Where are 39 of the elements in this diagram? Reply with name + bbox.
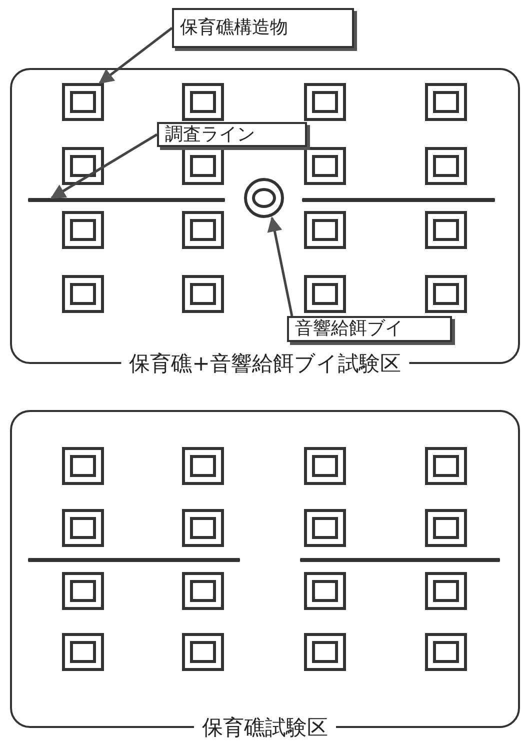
reef-structure — [182, 83, 224, 121]
callout-label: 音響給餌ブイ — [287, 316, 452, 342]
callout-label: 調査ライン — [157, 122, 307, 147]
reef-structure — [425, 633, 467, 671]
reef-structure — [425, 447, 467, 485]
callout-label: 保育礁構造物 — [172, 8, 354, 48]
feeding-buoy — [244, 178, 284, 218]
reef-structure — [182, 509, 224, 547]
reef-structure — [425, 211, 467, 249]
reef-structure — [425, 147, 467, 185]
reef-structure — [304, 447, 346, 485]
reef-structure — [304, 83, 346, 121]
leader-arrow — [50, 133, 158, 200]
reef-structure — [62, 275, 104, 313]
reef-structure — [425, 83, 467, 121]
reef-structure — [182, 275, 224, 313]
reef-structure — [182, 147, 224, 185]
reef-structure — [304, 509, 346, 547]
reef-structure — [182, 633, 224, 671]
reef-structure — [62, 572, 104, 610]
reef-structure — [62, 509, 104, 547]
reef-structure — [304, 572, 346, 610]
reef-structure — [425, 509, 467, 547]
reef-structure — [304, 147, 346, 185]
reef-structure — [62, 447, 104, 485]
reef-structure — [304, 211, 346, 249]
reef-structure — [62, 147, 104, 185]
reef-structure — [182, 572, 224, 610]
reef-structure — [304, 275, 346, 313]
reef-structure — [182, 211, 224, 249]
reef-structure — [304, 633, 346, 671]
reef-structure — [62, 83, 104, 121]
reef-structure — [425, 572, 467, 610]
leader-arrow — [98, 27, 173, 84]
reef-structure — [182, 447, 224, 485]
reef-structure — [62, 633, 104, 671]
reef-structure — [425, 275, 467, 313]
leader-arrow — [267, 216, 294, 316]
reef-structure — [62, 211, 104, 249]
